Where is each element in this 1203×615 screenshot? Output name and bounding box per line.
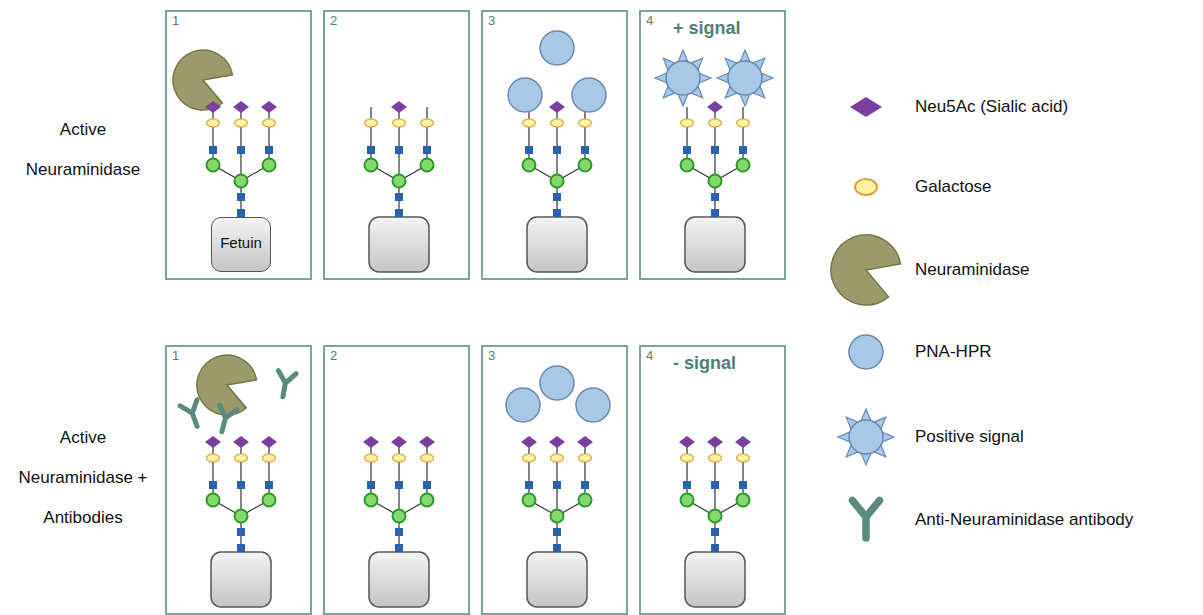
sialic-acid bbox=[233, 101, 249, 113]
step-panel: 2 bbox=[323, 10, 470, 280]
legend-text: Galactose bbox=[915, 177, 992, 197]
sialic-acid bbox=[707, 101, 723, 113]
pna-hpr bbox=[572, 78, 606, 112]
pna-hpr bbox=[540, 366, 574, 400]
antibody bbox=[180, 400, 205, 430]
legend-text: Neuraminidase bbox=[915, 260, 1029, 280]
row-label: Active Neuraminidase bbox=[8, 110, 158, 190]
protein bbox=[369, 552, 429, 607]
step-number: 3 bbox=[488, 348, 495, 363]
sialic-acid bbox=[261, 436, 277, 448]
glycan bbox=[207, 107, 276, 217]
step-panel: 1 bbox=[165, 345, 312, 615]
pna-hpr bbox=[508, 78, 542, 112]
sialic-acid bbox=[419, 436, 435, 448]
glycan bbox=[681, 442, 750, 552]
legend-antibody-sample bbox=[853, 501, 880, 539]
panel-art bbox=[180, 355, 296, 607]
legend-galactose-sample bbox=[855, 179, 877, 195]
glycan bbox=[365, 442, 434, 552]
antibody bbox=[274, 371, 296, 399]
sialic-acid bbox=[233, 436, 249, 448]
sialic-acid bbox=[549, 101, 565, 113]
legend-pna-sample bbox=[849, 335, 883, 369]
neuraminidase bbox=[197, 355, 257, 415]
protein bbox=[685, 552, 745, 607]
legend-text: PNA-HPR bbox=[915, 342, 992, 362]
step-panel: 3 bbox=[481, 345, 628, 615]
sialic-acid bbox=[577, 436, 593, 448]
protein-box: Fetuin bbox=[211, 217, 271, 272]
sialic-acid bbox=[707, 436, 723, 448]
glycan bbox=[207, 442, 276, 552]
panel-art bbox=[173, 50, 277, 217]
glycan bbox=[523, 107, 592, 217]
step-panel: 4 + signal bbox=[639, 10, 786, 280]
step-panel: 3 bbox=[481, 10, 628, 280]
sialic-acid bbox=[679, 436, 695, 448]
glycan bbox=[523, 442, 592, 552]
panel-art bbox=[679, 436, 751, 607]
glycan bbox=[365, 107, 434, 217]
pna-hpr bbox=[506, 388, 540, 422]
step-panel: 1Fetuin bbox=[165, 10, 312, 280]
signal-label: - signal bbox=[673, 353, 736, 374]
pna-hpr bbox=[540, 31, 574, 65]
step-panel: 4 - signal bbox=[639, 345, 786, 615]
neuraminidase bbox=[173, 50, 233, 110]
sialic-acid bbox=[205, 101, 221, 113]
protein bbox=[685, 217, 745, 272]
legend-signal-sample bbox=[838, 409, 894, 465]
pna-hpr bbox=[576, 388, 610, 422]
panel-art bbox=[363, 436, 435, 607]
glycan bbox=[681, 107, 750, 217]
protein bbox=[369, 217, 429, 272]
positive-signal bbox=[655, 50, 711, 106]
sialic-acid bbox=[205, 436, 221, 448]
legend-neuraminidase-sample bbox=[831, 235, 900, 305]
panel-art bbox=[655, 50, 773, 272]
sialic-acid bbox=[549, 436, 565, 448]
sialic-acid bbox=[391, 436, 407, 448]
sialic-acid bbox=[521, 436, 537, 448]
step-panel: 2 bbox=[323, 345, 470, 615]
panel-art bbox=[365, 101, 434, 272]
step-number: 3 bbox=[488, 13, 495, 28]
protein-label: Fetuin bbox=[212, 234, 270, 251]
step-number: 2 bbox=[330, 348, 337, 363]
step-number: 4 bbox=[646, 13, 653, 28]
protein bbox=[527, 552, 587, 607]
antibody bbox=[213, 405, 237, 434]
legend-text: Anti-Neuraminidase antibody bbox=[915, 510, 1133, 530]
row-label: Active Neuraminidase + Antibodies bbox=[8, 418, 158, 538]
positive-signal bbox=[717, 50, 773, 106]
step-number: 1 bbox=[172, 13, 179, 28]
signal-label: + signal bbox=[673, 18, 741, 39]
legend-text: Neu5Ac (Sialic acid) bbox=[915, 97, 1068, 117]
panel-art bbox=[508, 31, 606, 272]
step-number: 1 bbox=[172, 348, 179, 363]
sialic-acid bbox=[261, 101, 277, 113]
protein bbox=[211, 552, 271, 607]
legend-sialic-sample bbox=[850, 97, 882, 117]
sialic-acid bbox=[735, 436, 751, 448]
step-number: 2 bbox=[330, 13, 337, 28]
protein bbox=[527, 217, 587, 272]
sialic-acid bbox=[363, 436, 379, 448]
step-number: 4 bbox=[646, 348, 653, 363]
sialic-acid bbox=[391, 101, 407, 113]
legend-text: Positive signal bbox=[915, 427, 1024, 447]
panel-art bbox=[506, 366, 610, 607]
